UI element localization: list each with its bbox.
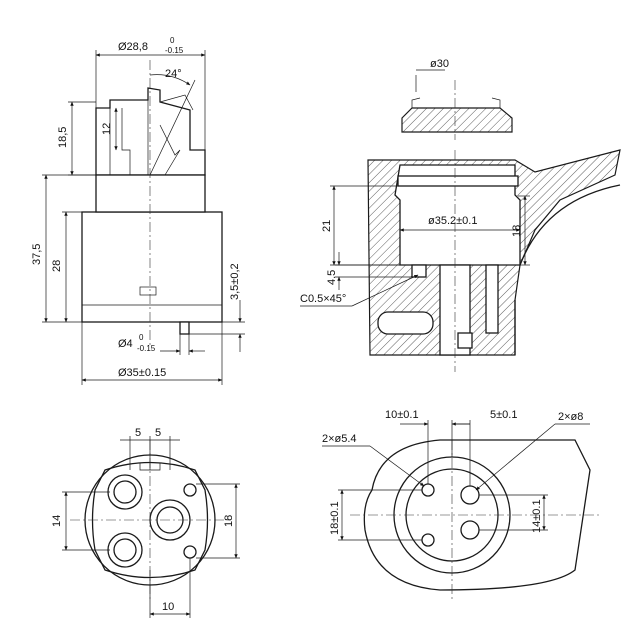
dim-top-diameter: Ø28,8: [118, 41, 148, 53]
top-cap: [401, 107, 513, 133]
dim-height-18: 18: [511, 225, 523, 237]
dim-seat-18: 18±0.1: [329, 501, 341, 535]
dim-bottom-18: 18: [223, 515, 235, 527]
chamfer-hole: [411, 264, 427, 278]
pin-hole-bottom: [183, 545, 197, 559]
seat-view: 10±0.1 5±0.1 2×ø8 2×ø5.4 18±0.1 14±0.1: [322, 409, 600, 600]
dim-upper-height: 18,5: [57, 127, 69, 148]
outlet-hole: [457, 332, 473, 349]
bottom-seal-outline: [91, 461, 209, 579]
dim-seat-10: 10±0.1: [385, 409, 419, 421]
locating-pin: [179, 321, 190, 335]
bore-groove: [397, 175, 519, 187]
dim-pin-diameter: Ø4: [118, 338, 133, 350]
large-hole-top: [460, 485, 480, 505]
dim-angle: 24°: [165, 68, 182, 80]
large-hole-bottom: [460, 520, 480, 540]
dim-top-tol-up: 0: [170, 36, 175, 45]
dim-pin-tol-up: 0: [139, 333, 144, 342]
dim-bottom-14: 14: [51, 515, 63, 527]
dim-cap-diameter: ø30: [430, 58, 449, 70]
channel-right: [485, 264, 499, 334]
section-view: ø30 ø35.2±0.1 21 18 4.5: [300, 58, 621, 372]
inlet-port-top: [107, 474, 143, 510]
dim-bottom-10: 10: [162, 601, 174, 613]
side-pocket: [377, 311, 434, 335]
dim-seat-5: 5±0.1: [490, 409, 517, 421]
dim-body-diameter: Ø35±0.15: [118, 367, 166, 379]
dim-pin-height: 3,5±0,2: [229, 263, 241, 300]
body-slot: [139, 286, 157, 296]
dim-bore: ø35.2±0.1: [428, 215, 477, 227]
dim-lever-height: 12: [101, 123, 113, 135]
pin-hole-top: [183, 483, 197, 497]
dim-spacing-b: 5: [155, 427, 161, 439]
dim-pin-tol-dn: -0.15: [137, 344, 156, 353]
side-view: Ø28,8 0 -0.15 24° 18,5 12 37,5 28 3,5±0,…: [31, 36, 245, 385]
dim-small-holes: 2×ø5.4: [322, 433, 357, 445]
dim-chamfer: C0.5×45°: [300, 293, 346, 305]
dim-spacing-a: 5: [135, 427, 141, 439]
dim-height-21: 21: [321, 220, 333, 232]
dim-top-tol-dn: -0.15: [165, 46, 184, 55]
dim-total-height: 37,5: [31, 244, 43, 265]
small-hole-bottom: [421, 533, 435, 547]
cartridge-neck: [95, 174, 206, 213]
dim-height-4-5: 4.5: [326, 270, 338, 285]
housing-outline: [363, 439, 591, 591]
bottom-view: 5 5 14 18 10: [51, 427, 240, 618]
inlet-port-bottom: [107, 532, 143, 568]
dim-large-holes: 2×ø8: [558, 411, 583, 423]
cartridge-body: [81, 211, 223, 323]
dim-seat-14: 14±0.1: [531, 499, 543, 533]
dim-body-height: 28: [51, 260, 63, 272]
